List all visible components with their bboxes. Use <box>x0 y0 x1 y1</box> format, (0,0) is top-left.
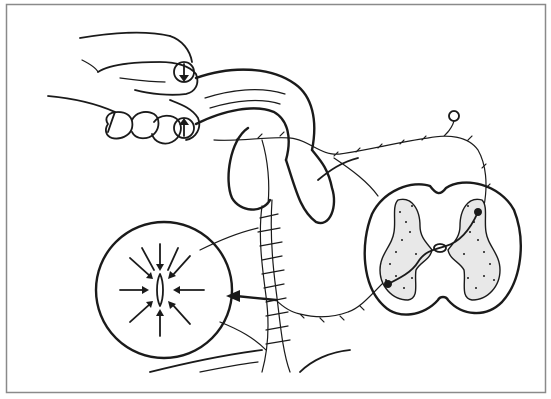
reflex-pathway-illustration <box>0 0 551 399</box>
illustration-canvas <box>0 0 551 399</box>
